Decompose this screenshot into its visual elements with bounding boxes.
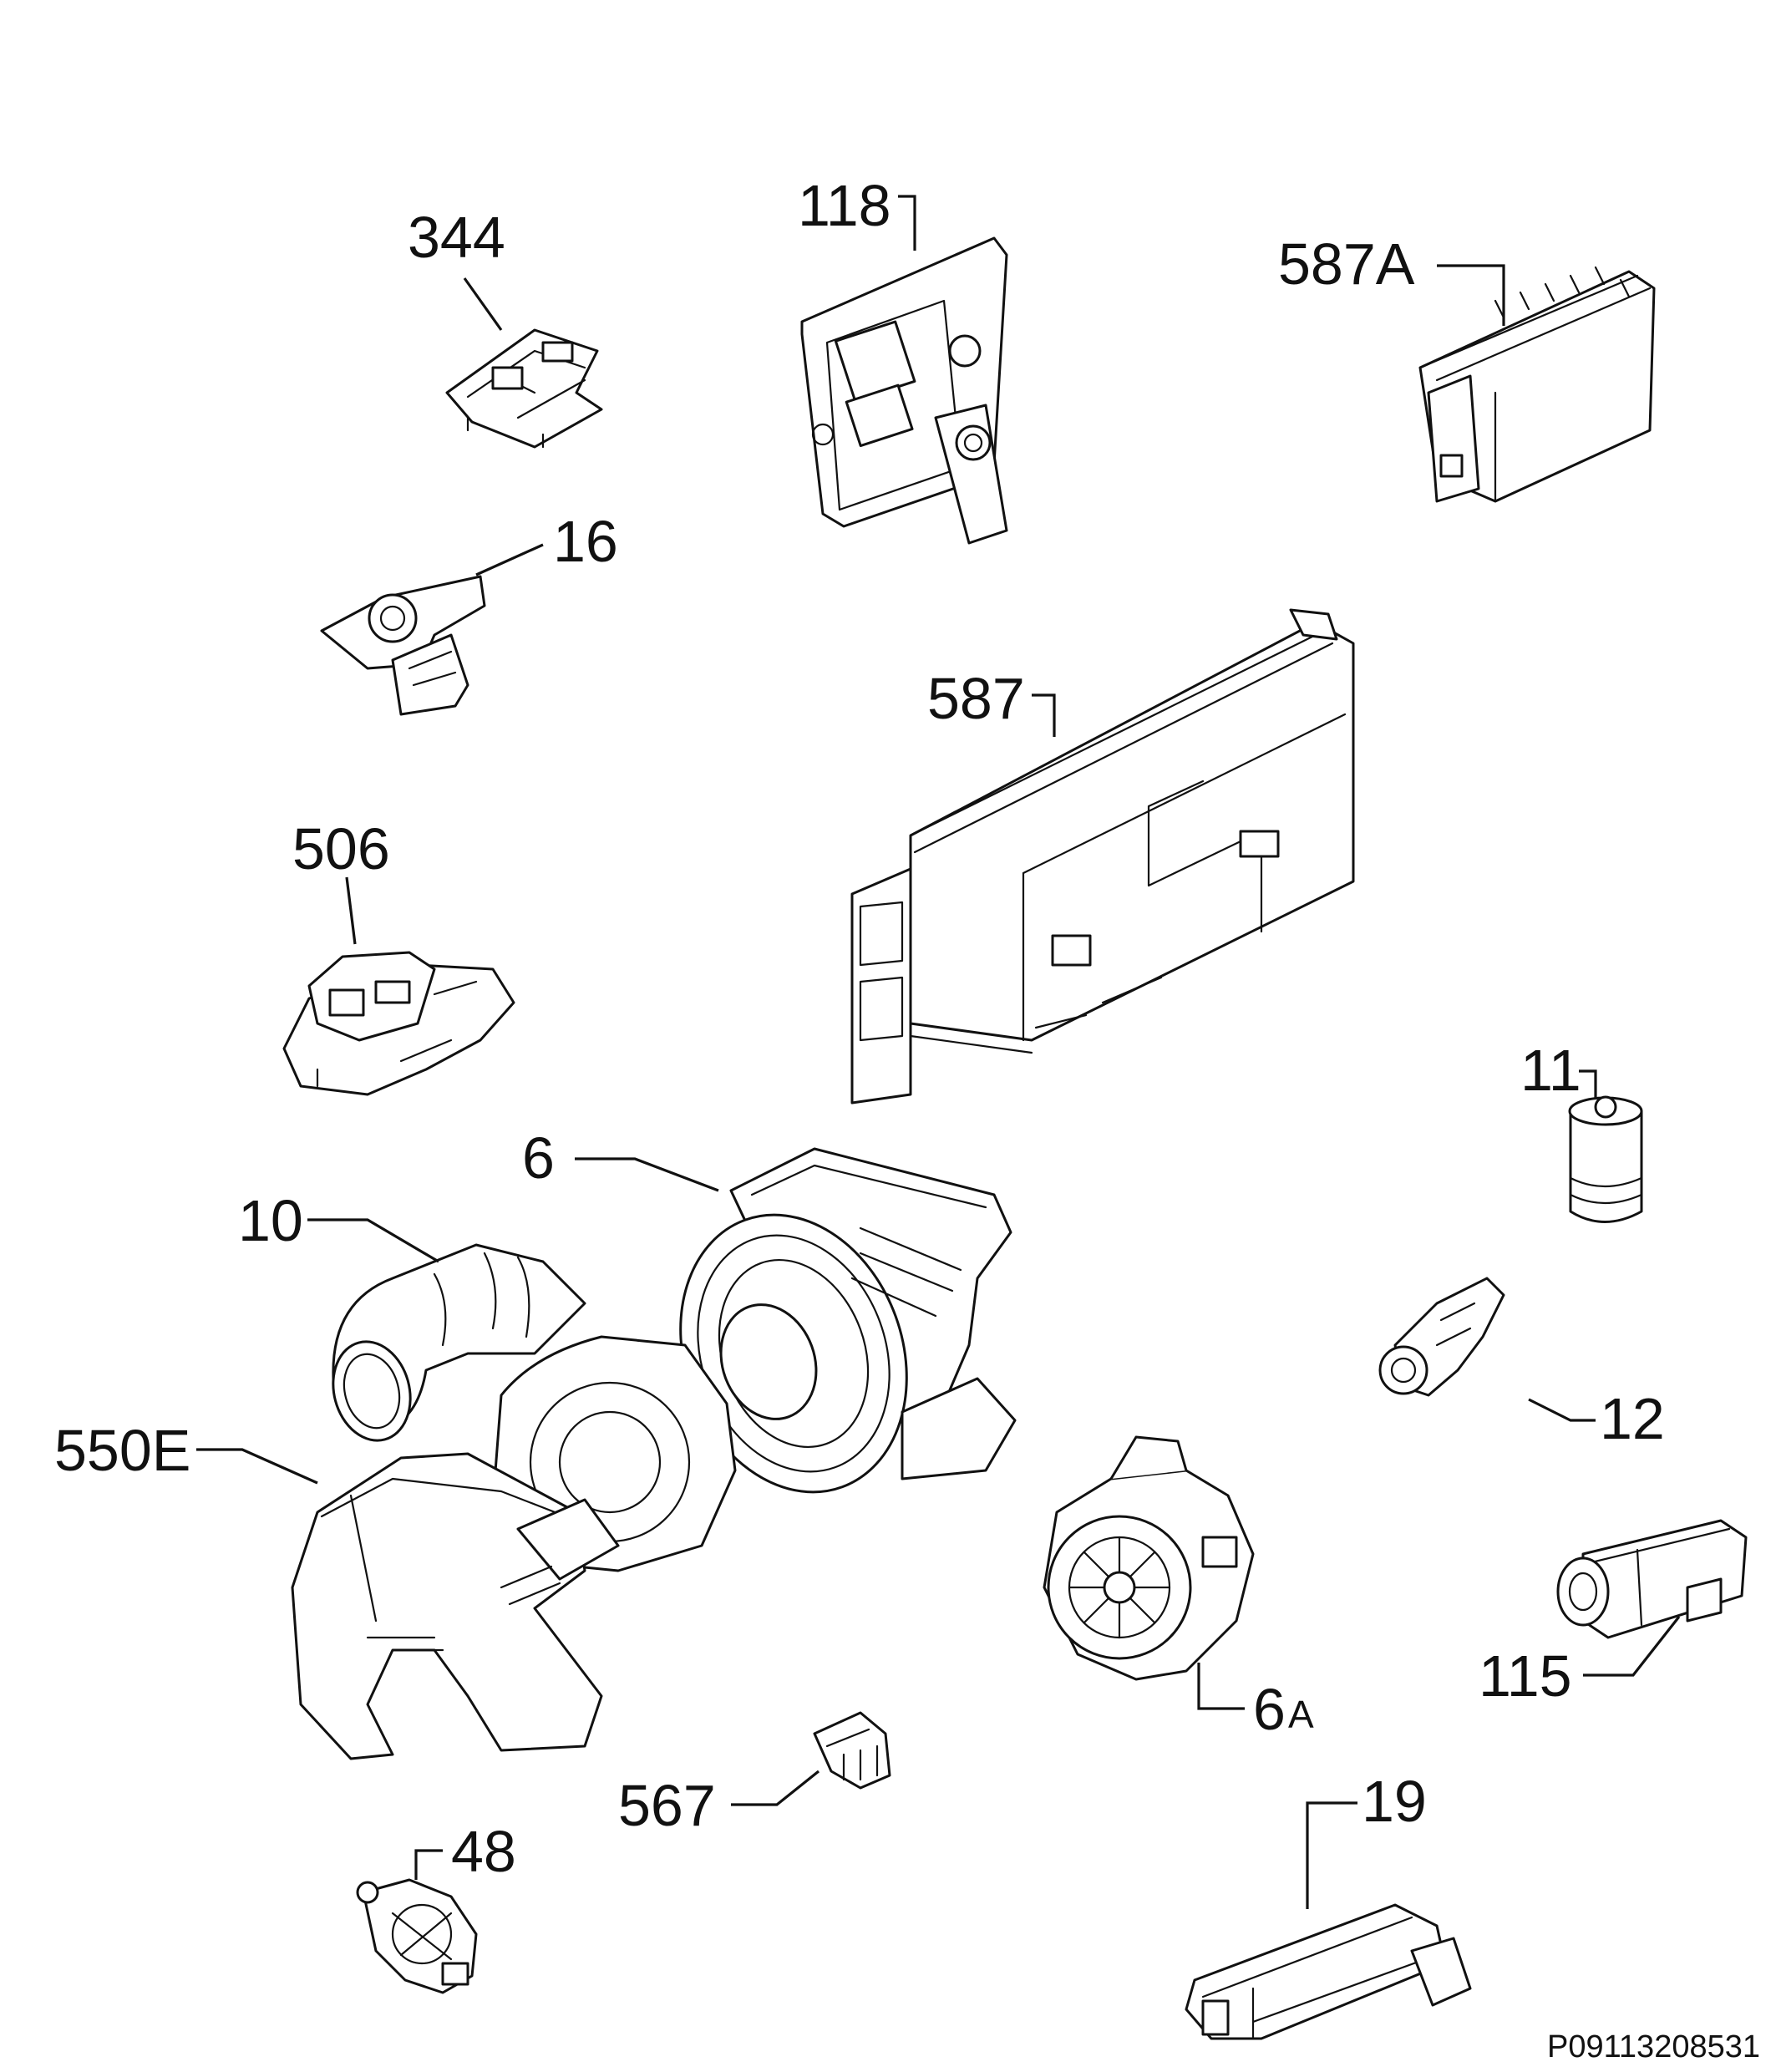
leader-12 <box>1528 1398 1596 1422</box>
leader-16 <box>475 543 544 576</box>
part-6-drawing <box>679 1147 1017 1494</box>
label-344: 344 <box>408 205 505 270</box>
label-16: 16 <box>553 509 618 574</box>
leader-587 <box>1032 693 1056 737</box>
leader-6 <box>575 1157 719 1192</box>
drawing-code: P09113208531 <box>1547 2029 1760 2064</box>
leader-506 <box>345 876 357 945</box>
part-344-drawing <box>445 328 603 449</box>
part-6a-drawing <box>1043 1435 1255 1681</box>
leader-115 <box>1583 1616 1681 1677</box>
leader-118 <box>898 195 916 251</box>
part-19-drawing <box>1185 1903 1472 2040</box>
label-550e: 550E <box>54 1418 190 1483</box>
leader-48 <box>414 1849 443 1880</box>
leader-19 <box>1306 1801 1357 1909</box>
label-567: 567 <box>618 1773 716 1838</box>
label-12: 12 <box>1600 1386 1665 1451</box>
label-10: 10 <box>238 1188 303 1253</box>
label-587: 587 <box>927 666 1025 731</box>
label-6a-suffix: A <box>1288 1693 1314 1736</box>
part-10-drawing <box>332 1243 586 1442</box>
part-587a-drawing <box>1418 266 1656 503</box>
label-115: 115 <box>1479 1643 1572 1709</box>
part-48-drawing <box>356 1878 478 1994</box>
part-587-drawing <box>850 608 1355 1105</box>
part-550e-drawing <box>291 1335 737 1760</box>
label-6: 6 <box>522 1125 555 1191</box>
part-567-drawing <box>813 1711 891 1790</box>
part-16-drawing <box>320 575 486 716</box>
leader-550e <box>196 1448 318 1485</box>
label-11: 11 <box>1520 1038 1581 1103</box>
label-506: 506 <box>292 816 390 881</box>
leader-lines <box>196 195 1681 1909</box>
label-48: 48 <box>451 1819 516 1884</box>
label-6a: 6 A <box>1253 1677 1314 1742</box>
part-11-drawing <box>1568 1095 1643 1223</box>
label-587a: 587A <box>1278 231 1415 297</box>
part-labels: 344 118 587A 16 587 506 11 6 10 12 550E … <box>54 173 1665 1884</box>
leader-567 <box>731 1770 819 1806</box>
leader-11 <box>1579 1069 1597 1099</box>
part-12-drawing <box>1378 1277 1505 1397</box>
label-118: 118 <box>798 173 891 238</box>
leader-344 <box>463 277 503 331</box>
label-6a-number: 6 <box>1253 1677 1286 1742</box>
part-506-drawing <box>282 951 515 1096</box>
leader-10 <box>307 1218 439 1263</box>
leader-6a <box>1197 1663 1245 1710</box>
leader-587a <box>1437 264 1505 326</box>
part-115-drawing <box>1556 1519 1748 1639</box>
part-118-drawing <box>800 236 1008 545</box>
label-19: 19 <box>1362 1769 1427 1834</box>
